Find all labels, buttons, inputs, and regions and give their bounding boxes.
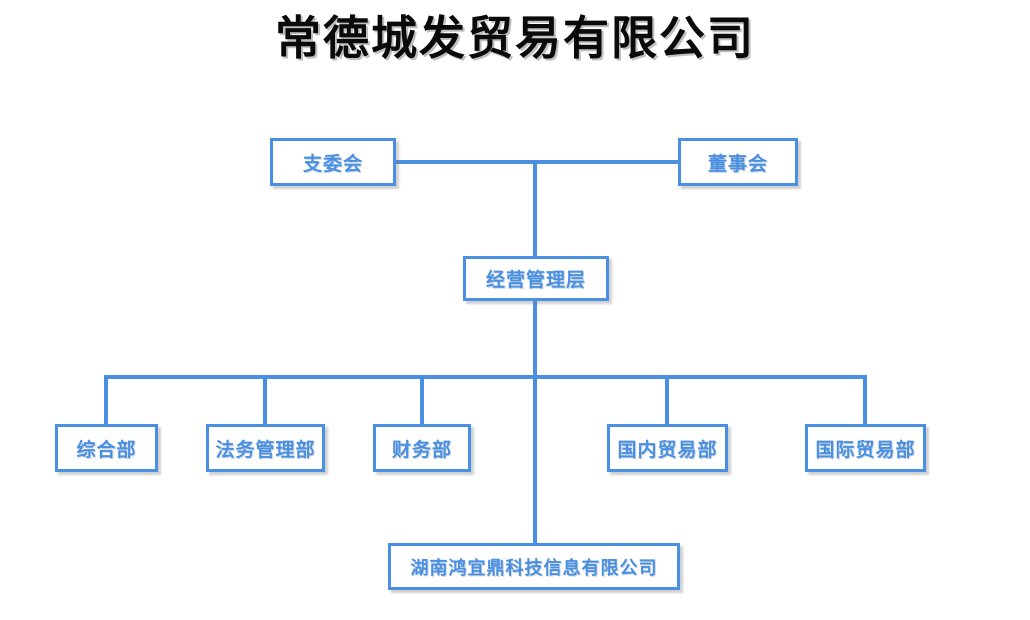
connector-governance-to-management bbox=[533, 160, 537, 258]
node-management-layer[interactable]: 经营管理层 bbox=[463, 256, 609, 301]
connector-bus-to-general-affairs bbox=[104, 375, 108, 426]
node-domestic-trade[interactable]: 国内贸易部 bbox=[607, 424, 728, 472]
node-party-committee[interactable]: 支委会 bbox=[270, 138, 396, 186]
node-international-trade[interactable]: 国际贸易部 bbox=[805, 424, 926, 472]
node-board-of-directors[interactable]: 董事会 bbox=[678, 138, 798, 186]
node-legal-management[interactable]: 法务管理部 bbox=[206, 424, 325, 472]
connector-bus-to-domestic-trade bbox=[665, 375, 669, 426]
page-title: 常德城发贸易有限公司 bbox=[275, 13, 755, 64]
connector-bus-to-legal-management bbox=[263, 375, 267, 426]
node-finance[interactable]: 财务部 bbox=[373, 424, 471, 472]
connector-bus-to-finance bbox=[420, 375, 424, 426]
node-hunan-hongyiding[interactable]: 湖南鸿宜鼎科技信息有限公司 bbox=[388, 543, 680, 590]
node-general-affairs[interactable]: 综合部 bbox=[55, 424, 158, 472]
connector-bus-to-subsidiary bbox=[533, 375, 537, 545]
connector-management-to-bus bbox=[533, 298, 537, 379]
connector-bus-to-international-trade bbox=[863, 375, 867, 426]
connector-department-bus bbox=[105, 375, 867, 379]
